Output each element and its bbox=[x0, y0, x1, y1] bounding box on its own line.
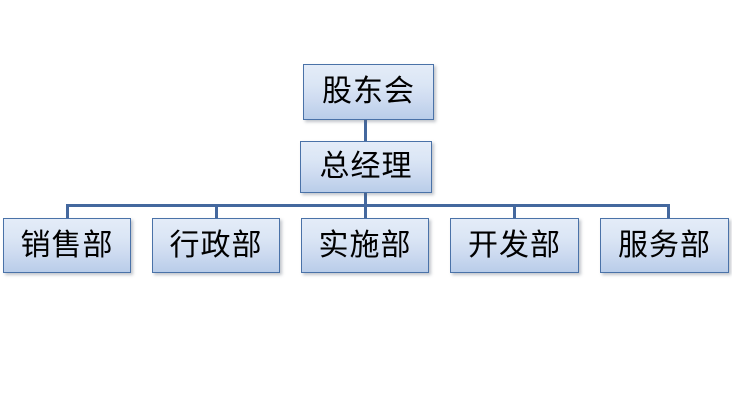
org-node-administration[interactable]: 行政部 bbox=[152, 218, 280, 273]
org-node-sales[interactable]: 销售部 bbox=[3, 218, 131, 273]
connector-shareholders-to-manager bbox=[364, 118, 367, 143]
org-node-implementation[interactable]: 实施部 bbox=[301, 218, 429, 273]
connector-drop-service bbox=[667, 204, 670, 220]
connector-horizontal-bus bbox=[66, 204, 670, 207]
org-node-service[interactable]: 服务部 bbox=[600, 218, 729, 273]
org-node-shareholders[interactable]: 股东会 bbox=[303, 64, 434, 120]
org-node-development[interactable]: 开发部 bbox=[450, 218, 579, 273]
connector-manager-to-bus bbox=[364, 191, 367, 206]
connector-drop-sales bbox=[66, 204, 69, 220]
connector-drop-development bbox=[513, 204, 516, 220]
connector-drop-administration bbox=[215, 204, 218, 220]
org-node-general-manager[interactable]: 总经理 bbox=[300, 141, 432, 193]
connector-drop-implementation bbox=[364, 204, 367, 220]
